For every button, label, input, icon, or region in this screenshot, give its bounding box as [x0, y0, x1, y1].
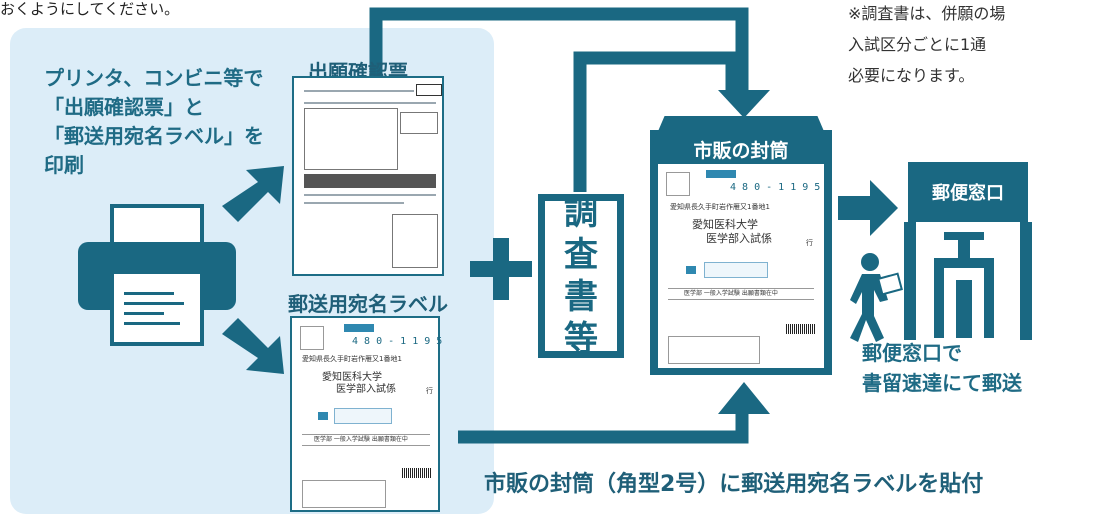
label-sender-box — [302, 480, 386, 508]
env-color-bar — [706, 170, 736, 178]
label-department: 医学部入試係 — [336, 384, 396, 395]
post-caption-line: 書留速達にて郵送 — [862, 371, 1022, 395]
label-content-row — [302, 434, 430, 446]
label-school: 愛知医科大学 — [322, 372, 382, 383]
envelope-flap — [650, 116, 832, 150]
env-name-box — [704, 262, 768, 278]
env-mid-text: 医学部 一般入学試験 出願書類在中 — [684, 290, 778, 297]
slip-photo-box — [400, 112, 438, 134]
label-zip: 4 8 0 - 1 1 9 5 — [352, 336, 443, 347]
survey-note: ※調査書は、併願の場 入試区分ごとに1通 必要になります。 — [848, 0, 1005, 91]
instruction-line: プリンタ、コンビニ等で — [44, 66, 264, 90]
slip-info-table — [304, 108, 398, 170]
env-mark — [686, 266, 696, 274]
env-stamp-box — [666, 172, 690, 196]
slip-stamp-box — [416, 84, 442, 96]
label-suffix: 行 — [426, 387, 433, 395]
env-content-row — [668, 288, 814, 300]
env-sender-box — [668, 336, 760, 364]
bottom-flow-line — [458, 412, 749, 444]
post-office-icon — [904, 222, 1032, 340]
label-address: 愛知県長久手町岩作雁又1番地1 — [302, 355, 402, 363]
label-mid-text: 医学部 一般入学試験 出願書類在中 — [314, 436, 408, 443]
label-name-box — [334, 408, 392, 424]
person-icon — [850, 253, 888, 342]
note-line: 入試区分ごとに1通 — [848, 35, 987, 54]
post-caption-line: 郵便窓口で — [862, 341, 962, 365]
carried-envelope-icon — [877, 272, 903, 296]
envelope-title: 市販の封筒 — [693, 140, 789, 162]
instruction-line: 印刷 — [44, 153, 84, 177]
survey-char: 調 — [564, 193, 598, 233]
survey-flow-line — [573, 51, 739, 192]
env-barcode — [786, 324, 816, 334]
slip-payment-box — [392, 214, 438, 268]
post-office-badge: 郵便窓口 — [908, 162, 1028, 222]
arrow-up-to-envelope — [718, 382, 770, 414]
env-suffix: 行 — [806, 239, 813, 247]
printer-icon — [78, 204, 236, 346]
note-line: ※調査書は、併願の場 — [848, 4, 1006, 23]
mailing-label-sheet: 4 8 0 - 1 1 9 5 愛知県長久手町岩作雁又1番地1 愛知医科大学 医… — [290, 316, 443, 512]
label-stamp-box — [300, 326, 324, 350]
slip-header-band — [304, 174, 436, 188]
label-color-bar — [344, 324, 374, 332]
instruction-line: 「郵送用宛名ラベル」を — [44, 124, 264, 148]
plus-icon — [470, 238, 532, 300]
instruction-line: 「出願確認票」と — [44, 95, 204, 119]
env-department: 医学部入試係 — [706, 232, 772, 245]
survey-documents-box: 調 査 書 等 — [538, 193, 624, 359]
arrow-down-to-envelope — [718, 90, 770, 118]
survey-char: 査 — [564, 235, 598, 275]
confirmation-slip — [292, 76, 444, 276]
arrow-to-label — [222, 318, 284, 374]
env-address: 愛知県長久手町岩作雁又1番地1 — [670, 203, 770, 211]
arrow-to-post — [838, 180, 898, 236]
env-zip: 4 8 0 - 1 1 9 5 — [730, 182, 821, 193]
survey-char: 等 — [564, 319, 598, 359]
bottom-caption: 市販の封筒（角型2号）に郵送用宛名ラベルを貼付 — [484, 472, 984, 497]
post-office-caption: 郵便窓口で 書留速達にて郵送 — [862, 338, 1022, 398]
envelope-label: 4 8 0 - 1 1 9 5 愛知県長久手町岩作雁又1番地1 愛知医科大学 医… — [658, 164, 824, 368]
label-barcode — [402, 468, 432, 478]
top-note: おくようにしてください。 — [0, 0, 180, 18]
arrow-to-slip — [222, 166, 284, 222]
survey-char: 書 — [564, 277, 598, 317]
note-line: 必要になります。 — [848, 66, 975, 85]
mailing-label-title: 郵送用宛名ラベル — [288, 292, 448, 316]
label-mark — [318, 412, 328, 420]
env-school: 愛知医科大学 — [692, 218, 758, 231]
print-instructions: プリンタ、コンビニ等で 「出願確認票」と 「郵送用宛名ラベル」を 印刷 — [44, 64, 264, 180]
